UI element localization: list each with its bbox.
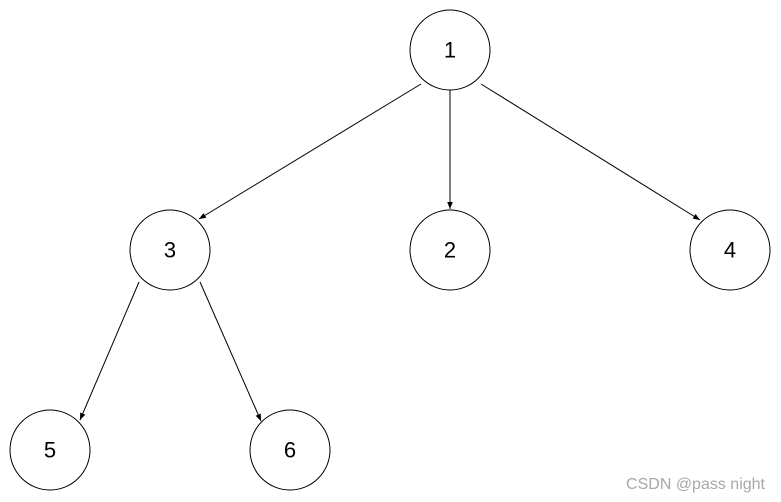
node-circle [409, 209, 491, 291]
edge-3-to-6 [199, 281, 262, 422]
tree-node-2: 2 [409, 209, 491, 291]
node-label: 5 [44, 438, 56, 463]
tree-node-3: 3 [129, 209, 211, 291]
tree-node-6: 6 [249, 409, 331, 491]
edge-1-to-4 [480, 83, 701, 221]
node-label: 4 [724, 238, 736, 263]
node-label: 3 [164, 238, 176, 263]
node-circle [249, 409, 331, 491]
node-circle [689, 209, 771, 291]
watermark-text: CSDN @pass night [626, 476, 765, 493]
edge-1-to-3 [198, 83, 422, 220]
node-label: 6 [284, 438, 296, 463]
edge-3-to-5 [79, 281, 140, 421]
tree-node-5: 5 [9, 409, 91, 491]
tree-node-1: 1 [409, 9, 491, 91]
tree-node-4: 4 [689, 209, 771, 291]
node-circle [129, 209, 211, 291]
edges [79, 83, 701, 422]
node-circle [9, 409, 91, 491]
node-label: 2 [444, 238, 456, 263]
node-circle [409, 9, 491, 91]
node-label: 1 [444, 38, 456, 63]
